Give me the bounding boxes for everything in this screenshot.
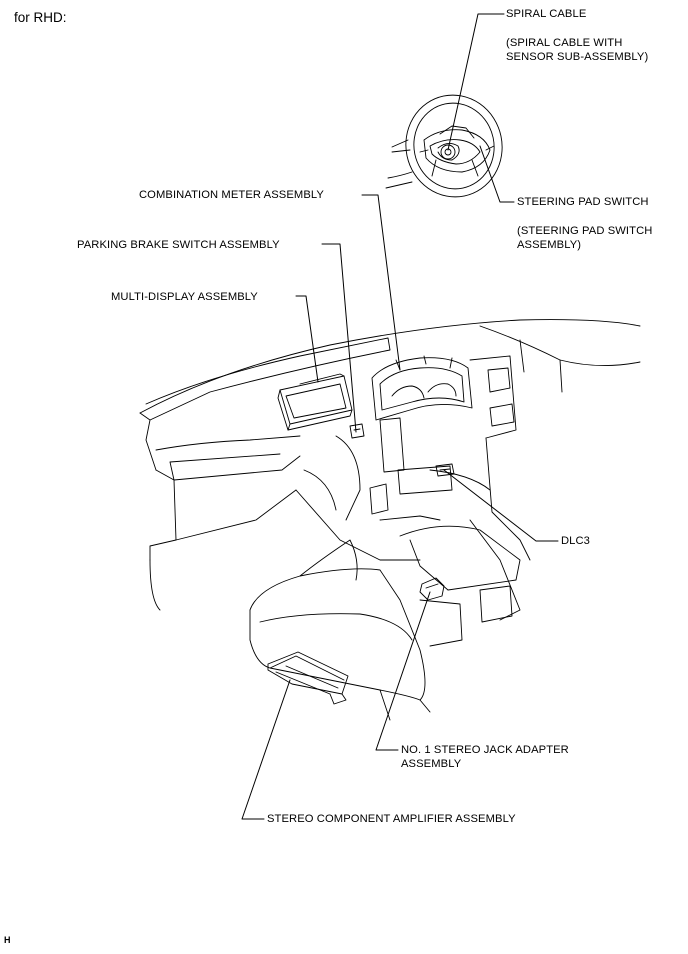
label-combination-meter: COMBINATION METER ASSEMBLY [139,189,324,201]
leader-combination-meter [361,194,401,371]
label-multi-display: MULTI-DISPLAY ASSEMBLY [111,291,258,303]
leader-steering-pad-switch [479,145,515,203]
label-stereo-amplifier: STEREO COMPONENT AMPLIFIER ASSEMBLY [267,813,516,825]
dashboard-drawing [139,319,641,623]
label-steering-pad-switch: STEERING PAD SWITCH [517,196,649,208]
label-spiral-cable-sub-2: SENSOR SUB-ASSEMBLY) [506,51,649,63]
page-title: for RHD: [14,10,67,25]
leader-lines [241,13,559,820]
leader-stereo-amplifier [241,679,291,820]
combination-meter-drawing [371,355,473,421]
stereo-amplifier-drawing [267,651,349,705]
label-stereo-jack-2: ASSEMBLY [401,758,462,770]
steering-wheel-drawing [385,94,503,198]
dlc3-drawing [435,463,455,477]
illustration-code: H [4,935,11,945]
multi-display-drawing [277,373,353,431]
label-spiral-cable: SPIRAL CABLE [506,8,587,20]
label-stereo-jack-1: NO. 1 STEREO JACK ADAPTER [401,744,569,756]
label-dlc3: DLC3 [561,535,591,547]
leader-dlc3 [443,469,559,542]
stereo-jack-adapter-drawing [419,577,445,601]
seat-drawing [249,539,463,721]
label-parking-brake-switch: PARKING BRAKE SWITCH ASSEMBLY [77,239,280,251]
label-steering-pad-switch-sub-1: (STEERING PAD SWITCH [517,225,653,237]
spiral-cable-drawing [437,143,460,161]
leader-multi-display [295,295,319,383]
label-spiral-cable-sub-1: (SPIRAL CABLE WITH [506,37,623,49]
parking-brake-switch-drawing [349,423,365,439]
leader-spiral-cable [447,13,505,151]
leader-stereo-jack [375,591,431,751]
label-steering-pad-switch-sub-2: ASSEMBLY) [517,239,582,251]
leader-parking-brake-switch [321,243,357,433]
